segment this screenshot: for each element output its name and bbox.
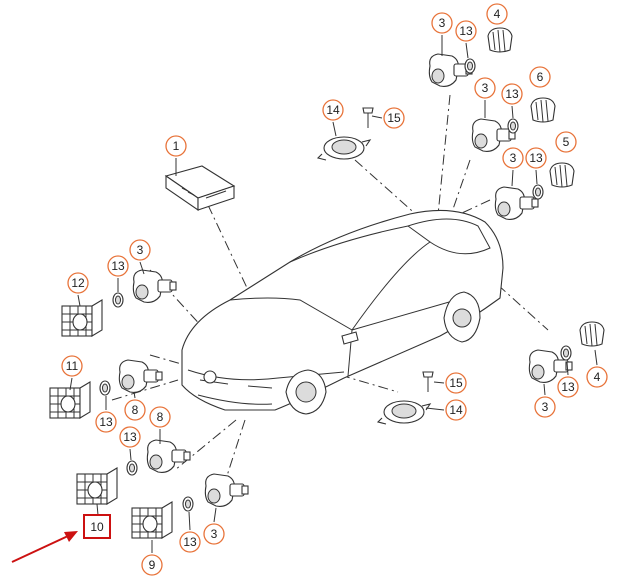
callout-14 bbox=[445, 399, 467, 421]
callout-label: 3 bbox=[439, 16, 446, 30]
warning-buzzer-icon bbox=[316, 136, 372, 161]
callout-5 bbox=[555, 131, 577, 153]
seal-ring-icon bbox=[532, 184, 544, 200]
seal-ring-icon bbox=[464, 58, 476, 74]
callout-6 bbox=[529, 66, 551, 88]
callout-13 bbox=[557, 376, 579, 398]
callout-leaders bbox=[69, 35, 598, 553]
callout-label: 3 bbox=[542, 400, 549, 414]
callout-label: 3 bbox=[510, 151, 517, 165]
parking-sensor-icon bbox=[494, 186, 539, 220]
callout-label: 6 bbox=[537, 70, 544, 84]
callout-label: 11 bbox=[66, 359, 79, 373]
callout-14 bbox=[322, 99, 344, 121]
callout-label: 13 bbox=[111, 259, 125, 273]
highlight-box bbox=[83, 514, 111, 539]
callout-label: 3 bbox=[137, 243, 144, 257]
sensor-bracket-icon bbox=[61, 299, 103, 337]
callout-label: 13 bbox=[183, 535, 197, 549]
callout-3 bbox=[474, 77, 496, 99]
callout-label: 13 bbox=[123, 430, 137, 444]
sensor-bracket-icon bbox=[76, 467, 118, 505]
callout-label: 15 bbox=[387, 111, 401, 125]
sensor-cap-icon bbox=[530, 97, 556, 123]
callout-11 bbox=[61, 355, 83, 377]
parking-sensor-icon bbox=[132, 269, 177, 303]
callout-label: 13 bbox=[459, 24, 473, 38]
parking-sensor-icon bbox=[118, 359, 163, 393]
parking-sensor-icon bbox=[204, 473, 249, 507]
callout-label: 9 bbox=[149, 558, 156, 572]
callout-label: 5 bbox=[563, 135, 570, 149]
callout-label: 13 bbox=[99, 415, 113, 429]
callout-label: 3 bbox=[211, 527, 218, 541]
callout-3 bbox=[431, 12, 453, 34]
sensor-cap-icon bbox=[549, 162, 575, 188]
callout-label: 4 bbox=[594, 370, 601, 384]
parking-control-unit-icon bbox=[164, 165, 236, 212]
red-arrow bbox=[11, 531, 78, 563]
screw-icon bbox=[362, 107, 374, 128]
callout-label: 13 bbox=[529, 151, 543, 165]
callout-15 bbox=[445, 372, 467, 394]
seal-ring-icon bbox=[182, 496, 194, 512]
parking-sensor-icon bbox=[146, 439, 191, 473]
callout-label: 12 bbox=[71, 276, 85, 290]
callout-label: 8 bbox=[132, 403, 139, 417]
callout-8 bbox=[149, 406, 171, 428]
callout-13 bbox=[501, 83, 523, 105]
callout-label: 10 bbox=[90, 520, 104, 534]
callout-13 bbox=[525, 147, 547, 169]
callout-13 bbox=[107, 255, 129, 277]
callout-label: 1 bbox=[173, 139, 180, 153]
callout-9 bbox=[141, 554, 163, 576]
callout-label: 8 bbox=[157, 410, 164, 424]
callout-label: 4 bbox=[494, 7, 501, 21]
callout-4 bbox=[586, 366, 608, 388]
sensor-bracket-icon bbox=[131, 501, 173, 539]
callout-13 bbox=[95, 411, 117, 433]
vehicle bbox=[181, 209, 504, 415]
callout-label: 3 bbox=[482, 81, 489, 95]
seal-ring-icon bbox=[99, 380, 111, 396]
screw-icon bbox=[422, 371, 434, 392]
seal-ring-icon bbox=[126, 460, 138, 476]
callouts bbox=[61, 3, 608, 576]
callout-3 bbox=[534, 396, 556, 418]
callout-label: 13 bbox=[505, 87, 519, 101]
callout-12 bbox=[67, 272, 89, 294]
callout-1 bbox=[165, 135, 187, 157]
callout-13 bbox=[179, 531, 201, 553]
callout-3 bbox=[203, 523, 225, 545]
callout-15 bbox=[383, 107, 405, 129]
callout-label: 14 bbox=[449, 403, 463, 417]
seal-ring-icon bbox=[112, 292, 124, 308]
callout-label: 14 bbox=[326, 103, 340, 117]
seal-ring-icon bbox=[560, 345, 572, 361]
callout-8 bbox=[124, 399, 146, 421]
sensor-cap-icon bbox=[579, 321, 605, 347]
callout-label: 15 bbox=[449, 376, 463, 390]
callout-3 bbox=[129, 239, 151, 261]
callout-label: 13 bbox=[561, 380, 575, 394]
callout-labels: 1 3 13 4 3 13 6 5 3 13 14 15 3 13 12 11 … bbox=[66, 7, 601, 572]
callout-13 bbox=[455, 20, 477, 42]
callout-13 bbox=[119, 426, 141, 448]
callout-4 bbox=[486, 3, 508, 25]
sensor-cap-icon bbox=[487, 27, 513, 53]
callout-3 bbox=[502, 147, 524, 169]
seal-ring-icon bbox=[507, 118, 519, 134]
warning-buzzer-icon bbox=[376, 400, 432, 425]
